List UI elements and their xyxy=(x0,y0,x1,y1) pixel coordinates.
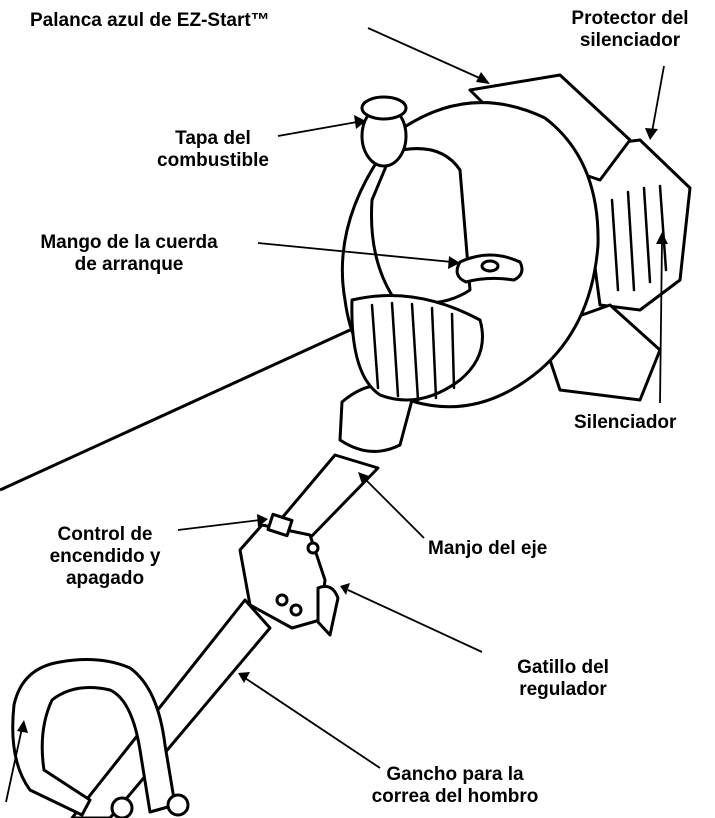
pointer-line-left xyxy=(0,328,351,492)
arrowhead-starter-handle xyxy=(448,256,460,269)
label-fuel-cap-line-1: Tapa del xyxy=(175,128,251,149)
label-shoulder-strap-hook-line-1: Gancho para la xyxy=(386,764,524,785)
arrowhead-on-off xyxy=(257,514,268,527)
arrowhead-ez-start xyxy=(476,72,490,84)
arrowheads xyxy=(17,72,668,733)
arrowhead-muffler xyxy=(656,232,668,244)
arrowhead-muffler-guard xyxy=(645,128,658,140)
label-throttle-trigger-line-2: regulador xyxy=(519,679,607,700)
fuel-cap-top xyxy=(360,95,408,121)
label-on-off-control-line-3: apagado xyxy=(65,568,145,589)
label-muffler-line-1: Silenciador xyxy=(574,412,677,433)
muffler-grille-lines xyxy=(610,184,668,292)
cooling-fin-lines xyxy=(370,301,456,402)
label-ez-start-lever: Palanca azul de EZ-Start™ xyxy=(30,10,270,32)
d-handle-knob-2 xyxy=(166,793,190,817)
label-on-off-control-line-1: Control de xyxy=(57,524,153,545)
on-off-switch xyxy=(266,512,294,538)
housing-screw-2 xyxy=(289,603,303,617)
leader-d-handle xyxy=(5,727,23,803)
arrowhead-throttle xyxy=(340,583,350,595)
housing-screw-3 xyxy=(306,541,320,555)
label-muffler: Silenciador xyxy=(574,412,676,434)
d-handle-knob xyxy=(110,796,134,818)
lower-shaft xyxy=(70,598,272,818)
starter-handle-hole xyxy=(480,259,500,273)
leader-on-off xyxy=(177,519,261,531)
leader-fuel-cap xyxy=(277,121,358,137)
label-starter-rope-handle-line-1: Mango de la cuerda xyxy=(40,232,218,253)
throttle-trigger-shape xyxy=(316,584,340,637)
shaft-collar xyxy=(338,384,414,453)
label-throttle-trigger-line-1: Gatillo del xyxy=(517,657,609,678)
arrowhead-fuel-cap xyxy=(354,115,366,129)
label-muffler-guard-line-1: Protector del xyxy=(571,8,689,29)
leader-throttle xyxy=(347,589,483,653)
arrowhead-d-handle xyxy=(17,720,28,733)
leader-muffler xyxy=(659,239,663,404)
d-handle xyxy=(11,658,177,817)
label-fuel-cap-line-2: combustible xyxy=(157,150,269,171)
engine-front-panel xyxy=(370,147,472,305)
cooling-fins xyxy=(350,294,484,402)
label-shaft-handle: Manjo del eje xyxy=(428,538,547,560)
arrowhead-shaft-handle xyxy=(358,472,369,484)
leader-ez-start xyxy=(367,27,485,81)
label-ez-start-lever-line-1: Palanca azul de EZ-Start™ xyxy=(30,10,270,31)
label-on-off-control-line-2: encendido y xyxy=(49,546,161,567)
leader-muffler-guard xyxy=(651,65,665,133)
label-starter-rope-handle-line-2: de arranque xyxy=(74,254,184,275)
label-shaft-handle-line-1: Manjo del eje xyxy=(428,538,548,559)
leader-strap-hook xyxy=(244,677,381,769)
label-muffler-guard-line-2: silenciador xyxy=(579,30,681,51)
leader-starter-handle xyxy=(257,242,453,263)
housing-screw-1 xyxy=(275,593,289,607)
leader-lines xyxy=(5,27,665,803)
label-shoulder-strap-hook-line-2: correa del hombro xyxy=(371,786,539,807)
leader-shaft-handle xyxy=(363,477,425,539)
arrowhead-strap-hook xyxy=(238,672,250,683)
